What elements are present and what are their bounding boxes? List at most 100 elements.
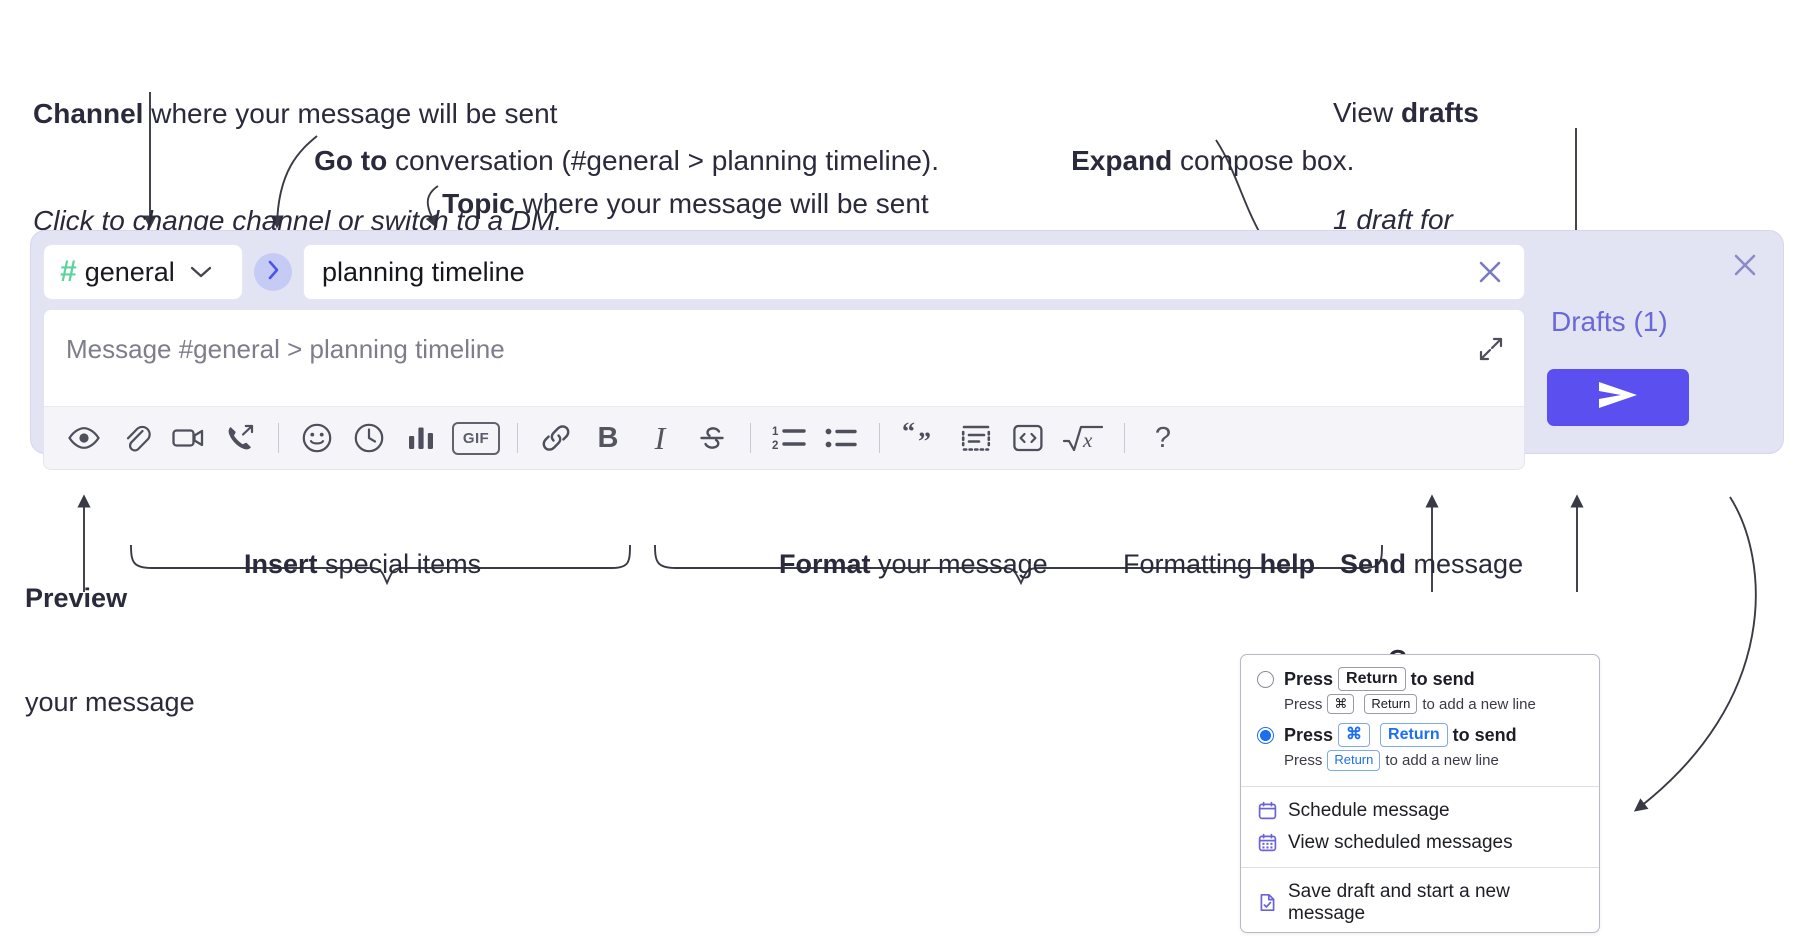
radio2-label-pre: Press xyxy=(1284,724,1334,745)
expand-diagonal-icon[interactable] xyxy=(1474,332,1508,366)
compose-panel: # general planning timeline xyxy=(31,231,1783,469)
audio-clip-button[interactable] xyxy=(214,412,266,464)
menu-subtext-return: Press ⌘ Return to add a new line xyxy=(1241,693,1599,721)
divider-4 xyxy=(879,423,880,453)
blockquote-button[interactable]: “ ” xyxy=(892,412,950,464)
video-clip-button[interactable] xyxy=(162,412,214,464)
gif-button[interactable]: GIF xyxy=(447,412,505,464)
formatting-toolbar: GIF B I xyxy=(44,406,1524,469)
menu-item-view-scheduled[interactable]: View scheduled messages xyxy=(1241,827,1599,859)
send-button[interactable] xyxy=(1547,369,1689,426)
chevron-right-icon xyxy=(267,260,280,285)
annotation-help-plain: Formatting xyxy=(1123,548,1260,579)
message-placeholder: Message #general > planning timeline xyxy=(66,334,505,364)
code-block-button[interactable] xyxy=(950,412,1002,464)
italic-button[interactable]: I xyxy=(634,412,686,464)
kbd-return-sub-2: Return xyxy=(1327,750,1381,771)
annotation-drafts-bold: drafts xyxy=(1400,96,1479,128)
sub2-pre: Press xyxy=(1284,751,1323,769)
annotation-insert-rest: special items xyxy=(317,548,482,579)
annotation-insert-bold: Insert xyxy=(244,548,318,579)
svg-text:1: 1 xyxy=(772,426,779,438)
bulleted-list-button[interactable] xyxy=(815,412,867,464)
svg-text:”: ” xyxy=(918,427,931,454)
paper-plane-icon xyxy=(1595,378,1641,417)
annotation-channel-italic: Click to change channel or switch to a D… xyxy=(33,205,563,237)
poll-button[interactable] xyxy=(395,412,447,464)
menu-item-label: Schedule message xyxy=(1288,799,1450,821)
compose-options-menu: Press Return to send Press ⌘ Return to a… xyxy=(1240,654,1600,933)
annotation-goto: Go to conversation (#general > planning … xyxy=(283,107,939,214)
formatting-help-button[interactable]: ? xyxy=(1137,412,1189,464)
annotation-send: Send message xyxy=(1310,512,1523,616)
bold-button[interactable]: B xyxy=(582,412,634,464)
kbd-return-2: Return xyxy=(1380,723,1448,748)
annotation-channel: Channel where your message will be sent … xyxy=(33,24,562,311)
annotation-preview-line2: your message xyxy=(25,686,195,717)
preview-button[interactable] xyxy=(58,412,110,464)
topic-field[interactable]: planning timeline xyxy=(304,245,1524,299)
strikethrough-button[interactable] xyxy=(686,412,738,464)
menu-item-label: Save draft and start a new message xyxy=(1288,880,1510,924)
compose-main-area: # general planning timeline xyxy=(44,244,1524,469)
close-compose-button[interactable] xyxy=(1727,247,1763,283)
ordered-list-button[interactable]: 1 2 xyxy=(763,412,815,464)
radio-label-post: to send xyxy=(1410,668,1475,689)
annotation-expand-bold: Expand xyxy=(1071,144,1173,176)
kbd-command: ⌘ xyxy=(1327,694,1355,715)
annotation-expand: Expand compose box. xyxy=(1040,107,1354,214)
sub2-post: to add a new line xyxy=(1385,751,1499,769)
divider-3 xyxy=(750,423,751,453)
svg-text:“: “ xyxy=(902,422,915,446)
menu-radio-option-return[interactable]: Press Return to send xyxy=(1241,665,1599,693)
kbd-return: Return xyxy=(1338,667,1406,691)
menu-item-label: View scheduled messages xyxy=(1288,831,1513,853)
annotation-topic: Topic where your message will be sent xyxy=(411,150,929,257)
annotation-channel-bold: Channel xyxy=(33,97,144,129)
attach-button[interactable] xyxy=(110,412,162,464)
svg-text:x: x xyxy=(1082,428,1093,452)
radio-button-selected[interactable] xyxy=(1257,726,1274,744)
menu-radio-option-cmd-return[interactable]: Press ⌘ Return to send xyxy=(1241,721,1599,749)
svg-text:2: 2 xyxy=(772,440,778,452)
drafts-link[interactable]: Drafts (1) xyxy=(1551,306,1668,337)
radio2-label-post: to send xyxy=(1452,724,1517,745)
close-icon[interactable] xyxy=(1470,252,1510,292)
channel-name: general xyxy=(84,256,175,287)
emoji-button[interactable] xyxy=(291,412,343,464)
annotation-preview-bold: Preview xyxy=(25,583,128,614)
annotation-drafts-italic-1: 1 draft for xyxy=(1333,204,1453,236)
reminder-button[interactable] xyxy=(343,412,395,464)
message-input[interactable]: Message #general > planning timeline xyxy=(44,310,1524,406)
radio-button-unselected[interactable] xyxy=(1257,670,1274,688)
calendar-grid-icon xyxy=(1257,833,1277,853)
channel-selector[interactable]: # general xyxy=(44,245,242,299)
divider-1 xyxy=(278,423,279,453)
annotation-topic-bold: Topic xyxy=(442,187,515,219)
compose-options-button[interactable] xyxy=(1707,372,1747,424)
annotation-send-rest: message xyxy=(1406,548,1524,579)
annotation-goto-bold: Go to xyxy=(314,144,388,176)
link-button[interactable] xyxy=(530,412,582,464)
compose-right-rail: Drafts (1) xyxy=(1525,231,1783,453)
annotation-format: Format your message xyxy=(749,512,1048,616)
radio-label-pre: Press xyxy=(1284,668,1334,689)
inline-code-button[interactable] xyxy=(1002,412,1054,464)
sub-pre: Press xyxy=(1284,695,1323,713)
goto-conversation-button[interactable] xyxy=(254,253,292,291)
question-mark-icon: ? xyxy=(1154,421,1172,454)
annotation-goto-rest: conversation (#general > planning timeli… xyxy=(387,144,939,176)
kbd-return-sub: Return xyxy=(1364,694,1418,715)
annotation-help-bold: help xyxy=(1259,548,1316,579)
sub-post: to add a new line xyxy=(1422,695,1536,713)
kbd-command-2: ⌘ xyxy=(1338,723,1371,748)
menu-item-schedule-message[interactable]: Schedule message xyxy=(1241,795,1599,827)
menu-subtext-cmd-return: Press Return to add a new line xyxy=(1241,749,1599,777)
menu-divider-2 xyxy=(1241,866,1599,868)
math-button[interactable]: x xyxy=(1054,412,1112,464)
annotation-insert: Insert special items xyxy=(214,512,481,616)
menu-item-save-draft[interactable]: Save draft and start a new message xyxy=(1241,876,1599,930)
bold-icon: B xyxy=(597,421,619,454)
annotation-format-bold: Format xyxy=(779,548,871,579)
divider-2 xyxy=(517,423,518,453)
